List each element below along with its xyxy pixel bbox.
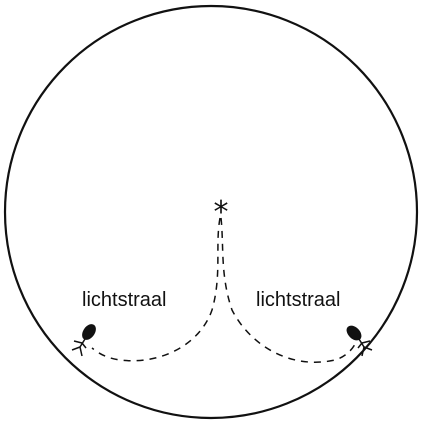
right-observer-head (346, 325, 362, 341)
left-light-ray (91, 217, 221, 362)
left-observer-figure (71, 324, 96, 357)
left-observer-head (82, 324, 96, 340)
light-source-star: * (214, 195, 229, 230)
planet-circle (3, 4, 419, 420)
right-light-ray (220, 217, 356, 363)
right-observer-figure (346, 325, 373, 357)
left-ray-label: lichtstraal (82, 289, 166, 311)
right-ray-label: lichtstraal (256, 289, 340, 311)
